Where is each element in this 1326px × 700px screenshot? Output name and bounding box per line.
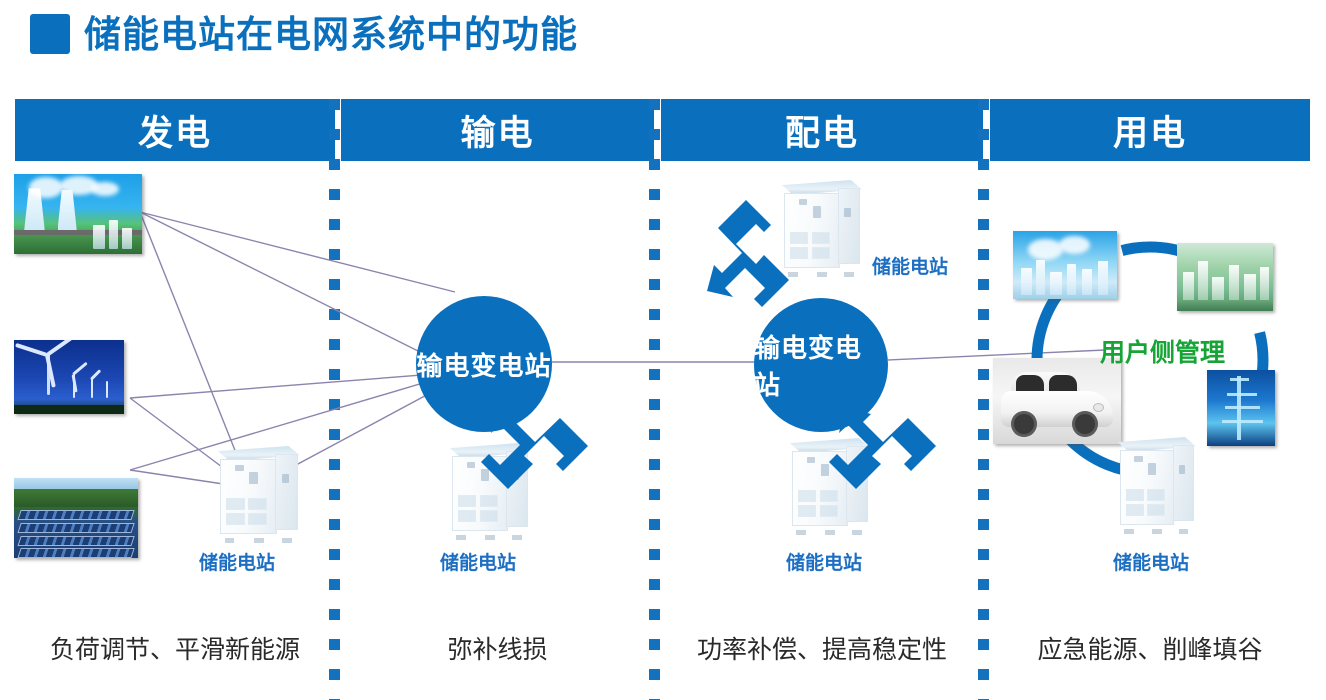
column-header-consumption: 用电 [990, 99, 1310, 161]
substation-hub-distribution: 输电变电站 [754, 298, 888, 432]
solar-farm-photo [14, 478, 138, 558]
column-header-consumption-label: 用电 [1112, 113, 1187, 153]
column-header-distribution-label: 配电 [784, 113, 859, 153]
wind-farm-photo [14, 340, 124, 414]
industrial-plant-photo [1013, 231, 1117, 299]
green-city-photo [1177, 243, 1273, 311]
column-divider-3 [978, 99, 989, 700]
footer-caption-transmission: 弥补线损 [447, 637, 548, 664]
flow-arrow-distribution-top [707, 200, 789, 307]
substation-hub-transmission-label: 输电变电站 [416, 350, 552, 381]
footer-caption-consumption: 应急能源、削峰填谷 [1037, 637, 1263, 664]
footer-caption-distribution: 功率补偿、提高稳定性 [696, 637, 947, 664]
electric-car-photo [993, 358, 1121, 444]
column-header-generation-label: 发电 [137, 113, 212, 153]
storage-label-generation: 储能电站 [199, 553, 276, 574]
column-header-transmission-label: 输电 [460, 113, 535, 153]
storage-cabinet-distribution-top [782, 180, 862, 277]
storage-cabinet-consumption [1118, 437, 1196, 534]
substation-hub-transmission: 输电变电站 [416, 296, 552, 432]
substation-hub-distribution-label: 输电变电站 [754, 333, 863, 400]
column-header-distribution: 配电 [661, 99, 983, 161]
storage-cabinet-generation [218, 446, 300, 543]
thermal-power-plant-photo [14, 174, 142, 254]
storage-label-transmission: 储能电站 [440, 553, 517, 574]
storage-label-consumption: 储能电站 [1113, 553, 1190, 574]
power-tower-photo [1207, 370, 1275, 446]
footer-caption-generation: 负荷调节、平滑新能源 [49, 637, 300, 664]
user-side-management-label: 用户侧管理 [1100, 339, 1226, 367]
column-header-generation: 发电 [15, 99, 335, 161]
storage-label-distribution-top: 储能电站 [872, 257, 949, 278]
page-title: 储能电站在电网系统中的功能 [30, 14, 578, 54]
title-marker-icon [30, 14, 70, 54]
storage-label-distribution-bottom: 储能电站 [786, 553, 863, 574]
column-divider-2 [649, 99, 660, 700]
page-title-text: 储能电站在电网系统中的功能 [84, 13, 578, 55]
column-header-transmission: 输电 [341, 99, 654, 161]
storage-cabinet-distribution-bottom [790, 438, 870, 535]
storage-cabinet-transmission [450, 443, 530, 540]
column-divider-1 [329, 99, 340, 700]
